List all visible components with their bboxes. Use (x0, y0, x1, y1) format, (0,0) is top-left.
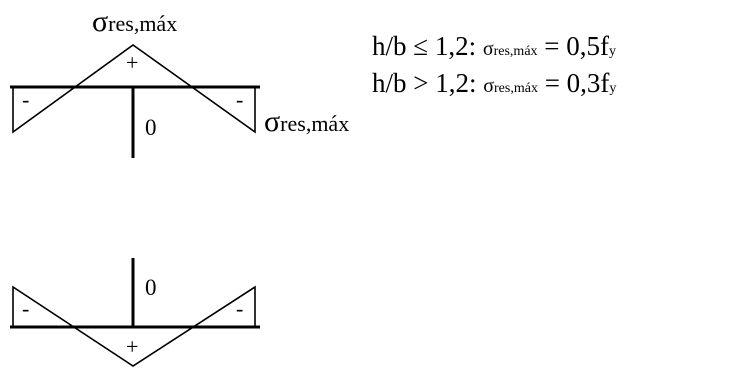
stress-subscript: res,máx (280, 111, 350, 136)
formula-value: = 0,5f (537, 31, 610, 61)
yield-subscript: y (609, 44, 617, 59)
formula-line-1: h/b ≤ 1,2: σres,máx = 0,5fy (372, 33, 616, 60)
formula-line-2: h/b > 1,2: σres,máx = 0,3fy (372, 70, 616, 97)
top-minus-sign-left: - (22, 87, 30, 112)
top-plus-sign: + (126, 50, 139, 75)
top-side-stress-label: σres,máx (264, 107, 349, 137)
bottom-stress-profile (12, 285, 256, 367)
top-peak-stress-label: σres,máx (92, 7, 177, 37)
sigma-symbol: σ (92, 5, 109, 38)
stress-subscript: res,máx (108, 11, 178, 36)
stress-subscript: res,máx (493, 44, 538, 59)
top-stress-profile (12, 44, 256, 134)
formula-condition: h/b > 1,2: (372, 68, 484, 98)
bottom-minus-sign-left: - (22, 296, 30, 321)
sigma-symbol: σ (264, 105, 281, 138)
bottom-plus-sign: + (126, 334, 139, 359)
stress-subscript: res,máx (494, 81, 538, 96)
top-zero-label: 0 (145, 115, 157, 140)
yield-subscript: y (609, 81, 617, 96)
bottom-minus-sign-right: - (236, 296, 244, 321)
bottom-zero-label: 0 (145, 275, 157, 300)
formula-condition: h/b ≤ 1,2: (372, 31, 483, 61)
top-minus-sign-right: - (236, 87, 244, 112)
sigma-symbol: σ (483, 75, 495, 97)
sigma-symbol: σ (482, 38, 494, 60)
formula-value: = 0,3f (537, 68, 610, 98)
